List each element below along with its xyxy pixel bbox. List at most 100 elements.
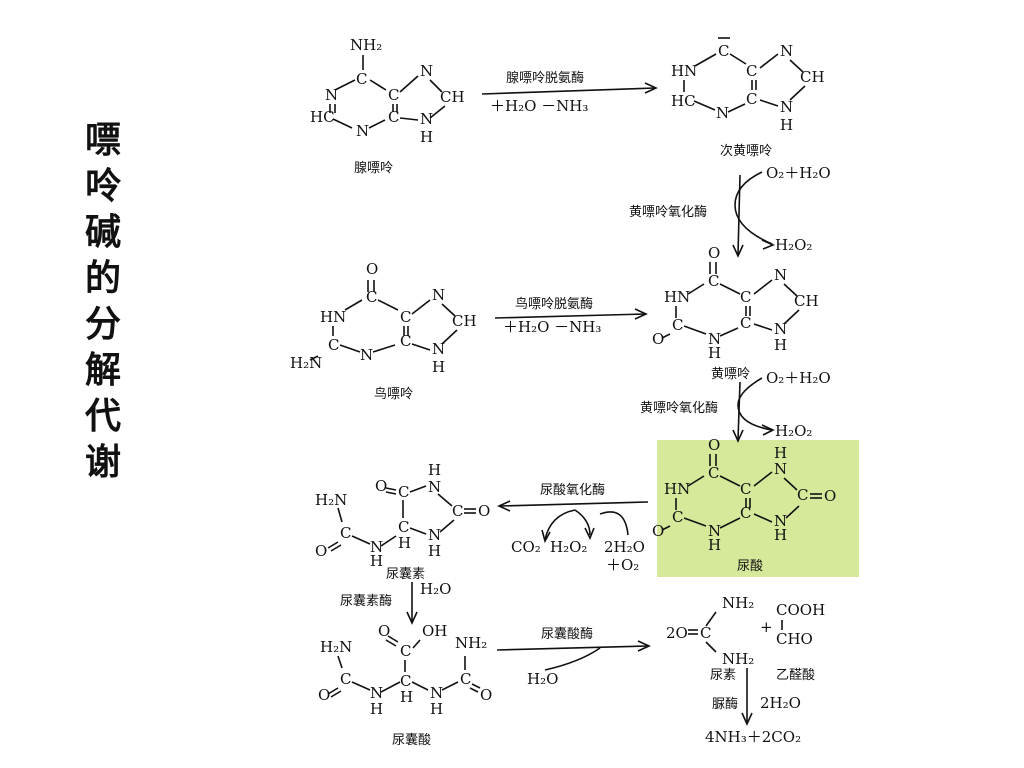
svg-text:O: O — [824, 487, 836, 505]
svg-text:C: C — [740, 504, 751, 522]
svg-text:N: N — [325, 86, 338, 104]
svg-text:H: H — [708, 536, 721, 554]
allantoinase-step: 尿囊素酶 H₂O — [340, 580, 451, 625]
slide-title: 嘌呤碱的分解代谢 — [84, 120, 121, 483]
svg-text:CH: CH — [452, 312, 477, 330]
svg-text:HN: HN — [671, 62, 697, 80]
svg-text:HN: HN — [320, 308, 346, 326]
svg-text:O: O — [315, 542, 327, 560]
svg-text:O: O — [708, 244, 720, 262]
xanthine-label: 黄嘌呤 — [711, 366, 750, 382]
svg-text:C: C — [746, 62, 757, 80]
svg-text:C: C — [672, 316, 683, 334]
svg-text:NH₂: NH₂ — [722, 594, 754, 612]
svg-text:H₂O: H₂O — [420, 580, 451, 598]
svg-text:+: + — [760, 618, 773, 636]
svg-text:C: C — [460, 670, 471, 688]
svg-text:C: C — [740, 314, 751, 332]
svg-text:CH: CH — [440, 88, 465, 106]
svg-text:C: C — [388, 108, 399, 126]
svg-text:O: O — [478, 502, 490, 520]
svg-text:N: N — [356, 122, 369, 140]
svg-text:H: H — [398, 534, 411, 552]
svg-text:脲酶: 脲酶 — [712, 696, 738, 712]
svg-text:H₂O: H₂O — [527, 670, 558, 688]
svg-text:N: N — [708, 330, 721, 348]
svg-text:H₂O₂: H₂O₂ — [775, 422, 812, 440]
urate-oxidase-step: 尿酸氧化酶 CO₂ H₂O₂ 2H₂O ＋O₂ — [497, 482, 649, 574]
svg-text:N: N — [774, 460, 787, 478]
adenine-structure: NH₂ C N HC N C C N CH N H 腺嘌呤 — [310, 36, 465, 176]
svg-text:C: C — [740, 480, 751, 498]
svg-text:O: O — [652, 522, 664, 540]
svg-text:CH: CH — [800, 68, 825, 86]
urea-glyoxylate-products: NH₂ 2O C NH₂ + COOH CHO 尿素 乙醛酸 — [666, 594, 825, 683]
svg-text:O: O — [375, 477, 387, 495]
svg-text:C: C — [740, 288, 751, 306]
svg-text:N: N — [360, 346, 373, 364]
svg-text:N: N — [428, 478, 441, 496]
svg-text:C: C — [340, 524, 351, 542]
svg-text:2H₂O: 2H₂O — [604, 538, 645, 556]
svg-text:C: C — [400, 642, 411, 660]
svg-text:NH₂: NH₂ — [455, 634, 487, 652]
adenine-deaminase-step: 腺嘌呤脱氨酶 ＋H₂O －NH₃ — [481, 70, 658, 115]
svg-text:COOH: COOH — [776, 601, 825, 619]
guanine-deaminase-step: 鸟嘌呤脱氨酶 ＋H₂O －NH₃ — [494, 296, 648, 336]
svg-text:H: H — [774, 444, 787, 462]
allantoin-label: 尿囊素 — [386, 566, 425, 582]
svg-text:2H₂O: 2H₂O — [760, 694, 801, 712]
svg-text:CHO: CHO — [776, 630, 813, 648]
glyoxylic-acid-label: 乙醛酸 — [776, 667, 815, 683]
svg-text:尿囊素酶: 尿囊素酶 — [340, 593, 392, 609]
svg-text:C: C — [746, 90, 757, 108]
svg-text:C: C — [452, 502, 463, 520]
svg-text:O: O — [378, 622, 390, 640]
svg-text:C: C — [672, 508, 683, 526]
svg-text:＋H₂O －NH₃: ＋H₂O －NH₃ — [490, 97, 588, 115]
urease-step: 脲酶 2H₂O 4NH₃＋2CO₂ — [705, 668, 801, 746]
svg-text:N: N — [420, 110, 433, 128]
svg-text:O: O — [366, 260, 378, 278]
svg-text:C: C — [366, 288, 377, 306]
svg-text:＋O₂: ＋O₂ — [606, 556, 639, 574]
svg-text:H: H — [420, 128, 433, 146]
svg-text:＋H₂O －NH₃: ＋H₂O －NH₃ — [503, 318, 601, 336]
svg-text:N: N — [370, 684, 383, 702]
svg-text:H: H — [432, 358, 445, 376]
svg-text:尿囊酸酶: 尿囊酸酶 — [541, 626, 593, 642]
svg-text:H₂N: H₂N — [320, 638, 352, 656]
svg-text:H: H — [428, 461, 441, 479]
svg-text:N: N — [780, 42, 793, 60]
svg-text:N: N — [432, 340, 445, 358]
svg-text:N: N — [780, 98, 793, 116]
xanthine-oxidase-step-2: O₂＋H₂O 黄嘌呤氧化酶 H₂O₂ — [640, 369, 831, 443]
svg-text:H: H — [428, 542, 441, 560]
urea-label: 尿素 — [710, 668, 736, 683]
allantoic-acid-label: 尿囊酸 — [392, 732, 431, 748]
svg-text:HC: HC — [310, 108, 335, 126]
svg-text:H: H — [370, 552, 383, 570]
svg-text:H₂O₂: H₂O₂ — [775, 236, 812, 254]
svg-text:C: C — [797, 486, 808, 504]
svg-text:H₂N: H₂N — [290, 354, 322, 372]
allantoicase-step: 尿囊酸酶 H₂O — [496, 626, 651, 688]
svg-text:H: H — [774, 336, 787, 354]
svg-text:C: C — [400, 332, 411, 350]
svg-text:NH₂: NH₂ — [350, 36, 382, 54]
svg-text:N: N — [370, 538, 383, 556]
svg-text:N: N — [432, 286, 445, 304]
svg-text:NH₂: NH₂ — [722, 650, 754, 668]
svg-text:N: N — [774, 512, 787, 530]
svg-text:H: H — [774, 526, 787, 544]
svg-text:N: N — [708, 522, 721, 540]
svg-text:C: C — [398, 483, 409, 501]
hypoxanthine-structure: C HN HC N C C N CH N H 次黄嘌呤 — [671, 37, 825, 159]
svg-text:黄嘌呤氧化酶: 黄嘌呤氧化酶 — [640, 400, 718, 416]
svg-text:C: C — [708, 272, 719, 290]
svg-text:腺嘌呤脱氨酶: 腺嘌呤脱氨酶 — [506, 70, 584, 86]
svg-text:N: N — [430, 684, 443, 702]
svg-text:2O: 2O — [666, 624, 688, 642]
svg-text:N: N — [774, 266, 787, 284]
